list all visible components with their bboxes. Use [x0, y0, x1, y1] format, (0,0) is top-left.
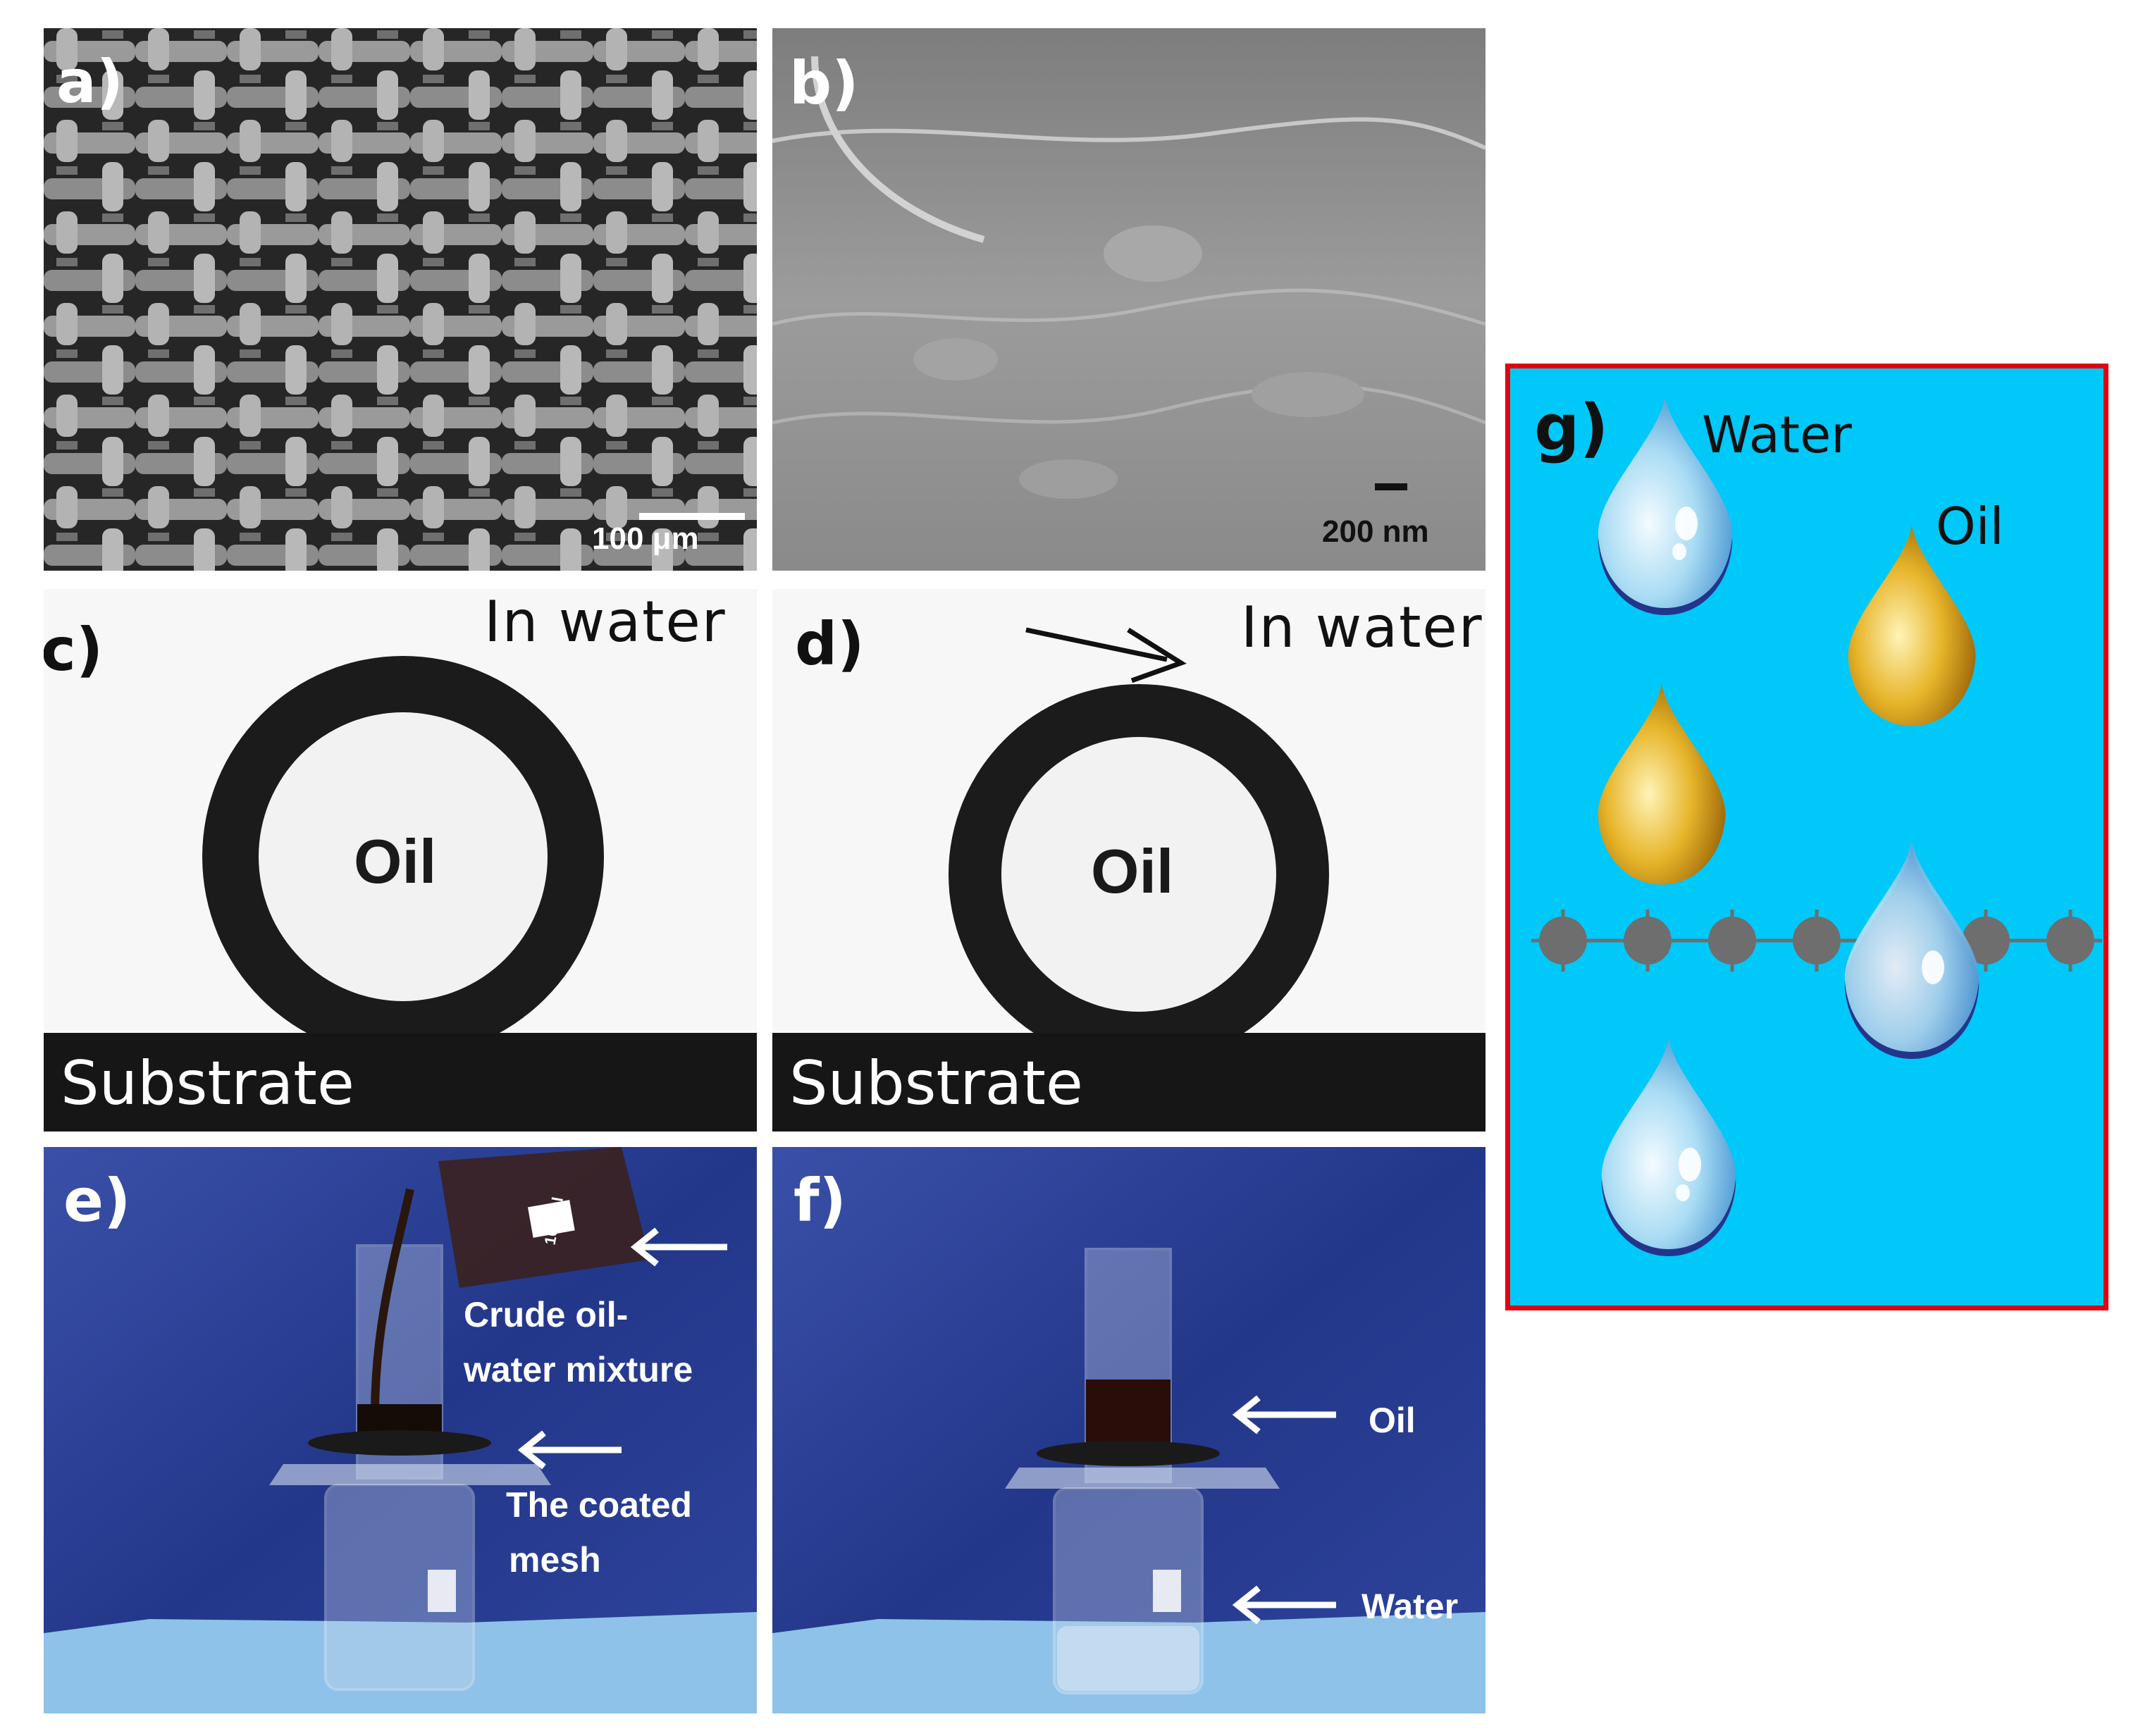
oil-droplet-image-c [202, 656, 604, 1058]
oil-droplet-image-d [949, 627, 1329, 1065]
panel-c: c) In water Oil Substrate [44, 589, 757, 1132]
surface-sem-image [772, 28, 1485, 571]
droplet-label-c: Oil [354, 826, 437, 896]
panel-d: d) In water Oil Substrate [772, 589, 1485, 1132]
scale-bar-label-b: 200 nm [1322, 514, 1429, 549]
schematic-water-label: Water [1702, 405, 1852, 464]
substrate-d: Substrate [772, 1033, 1485, 1132]
panel-f-label: f) [793, 1166, 846, 1235]
separation-schematic [1531, 397, 2102, 1256]
panel-g: g) Water Oil [1505, 364, 2108, 1310]
panel-a-label: a) [56, 47, 124, 116]
condition-label-d: In water [1241, 595, 1483, 660]
panel-e: e) Crude oil- water mixture The coated m… [44, 1147, 757, 1713]
schematic-oil-label: Oil [1936, 497, 2004, 556]
panel-e-label: e) [63, 1166, 131, 1235]
condition-label-c: In water [484, 589, 727, 655]
oil-droplet-2 [1598, 683, 1726, 885]
panel-f: f) Oil Water [772, 1147, 1485, 1713]
panel-b-label: b) [789, 49, 859, 118]
substrate-c: Substrate [44, 1033, 757, 1132]
scale-bar-label-a: 100 μm [592, 521, 699, 556]
separation-photo-f [772, 1147, 1485, 1713]
annotation-mesh-line1: The coated [506, 1485, 692, 1525]
annotation-oil: Oil [1369, 1401, 1416, 1440]
panel-c-label: c) [44, 615, 104, 684]
water-droplet-2 [1844, 841, 1979, 1059]
annotation-mixture-line1: Crude oil- [464, 1295, 629, 1334]
panel-a: a) 100 μm [44, 28, 757, 571]
panel-d-label: d) [795, 609, 865, 678]
substrate-label-c: Substrate [61, 1048, 354, 1119]
annotation-water: Water [1361, 1587, 1459, 1626]
substrate-label-d: Substrate [789, 1048, 1083, 1119]
panel-b: b) 200 nm [772, 28, 1485, 571]
droplet-label-d: Oil [1091, 836, 1174, 906]
annotation-mesh-line2: mesh [509, 1540, 601, 1580]
annotation-mixture-line2: water mixture [464, 1350, 693, 1389]
panel-g-label: g) [1534, 391, 1609, 465]
water-droplet-3 [1601, 1038, 1736, 1256]
mesh-sem-image [44, 28, 757, 571]
separation-photo-e [44, 1147, 757, 1713]
water-droplet-1 [1598, 397, 1733, 615]
